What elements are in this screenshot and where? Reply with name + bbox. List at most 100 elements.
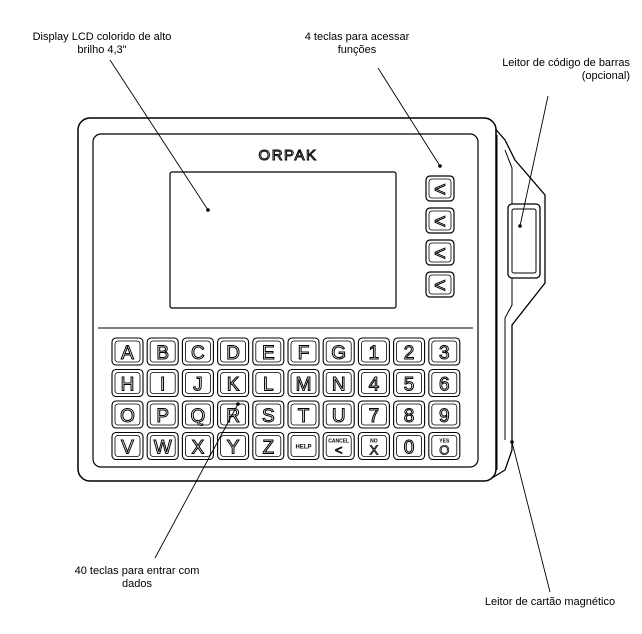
key-frame [322, 400, 355, 429]
key-face [114, 435, 141, 457]
key-face [396, 435, 423, 457]
key-h[interactable]: H [111, 368, 144, 398]
key-frame [252, 337, 285, 366]
key-small-label: HELP [295, 445, 311, 451]
key-n[interactable]: N [322, 368, 355, 398]
key-w[interactable]: W [146, 431, 179, 461]
key-face [255, 435, 282, 457]
key-frame [217, 368, 250, 398]
function-key-frame [425, 271, 455, 298]
key-i[interactable]: I [146, 368, 179, 398]
key-label: W [154, 438, 172, 459]
key-label: I [160, 375, 165, 396]
key-v[interactable]: V [111, 431, 144, 461]
key-frame [146, 400, 179, 429]
function-key-face [428, 210, 452, 231]
key-frame [287, 368, 320, 398]
label-function-keys-line-1: 4 teclas para acessar [304, 31, 410, 43]
function-key-4[interactable]: < [425, 271, 455, 298]
key-d[interactable]: D [217, 337, 250, 366]
label-data-keys: 40 teclas para entrar com dados [52, 565, 222, 591]
key-5[interactable]: 5 [393, 368, 426, 398]
key-label: X [192, 438, 205, 459]
key-frame [252, 400, 285, 429]
key-c[interactable]: C [181, 337, 214, 366]
key-face [255, 340, 282, 363]
key-frame [357, 400, 390, 429]
key-p[interactable]: P [146, 400, 179, 429]
key-label: O [439, 443, 449, 458]
key-label: 8 [404, 406, 415, 427]
key-face [220, 372, 247, 394]
key-t[interactable]: T [287, 400, 320, 429]
key-6[interactable]: 6 [428, 368, 461, 398]
label-magnetic-line-1: Leitor de cartão magnético [484, 596, 616, 608]
key-frame [111, 431, 144, 461]
key-b[interactable]: B [146, 337, 179, 366]
key-face [360, 403, 387, 426]
key-z[interactable]: Z [252, 431, 285, 461]
function-key-frame [425, 175, 455, 202]
key-frame [217, 337, 250, 366]
key-frame [322, 368, 355, 398]
key-face [220, 340, 247, 363]
function-key-face [428, 178, 452, 199]
key-1[interactable]: 1 [357, 337, 390, 366]
label-data-keys-line-1: 40 teclas para entrar com [74, 565, 200, 577]
key-frame [181, 400, 214, 429]
key-s[interactable]: S [252, 400, 285, 429]
key-k[interactable]: K [217, 368, 250, 398]
key-label: U [332, 406, 346, 427]
key-label: F [298, 343, 310, 364]
key-label: J [193, 375, 203, 396]
key-2[interactable]: 2 [393, 337, 426, 366]
key-x[interactable]: X [181, 431, 214, 461]
function-key-glyph: < [434, 275, 446, 297]
key-y[interactable]: Y [217, 431, 250, 461]
key-3[interactable]: 3 [428, 337, 461, 366]
brand-logo: ORPAK [259, 147, 318, 164]
key-o[interactable]: O [111, 400, 144, 429]
key-label: L [263, 375, 274, 396]
key-face [184, 340, 211, 363]
key-8[interactable]: 8 [393, 400, 426, 429]
key-9[interactable]: 9 [428, 400, 461, 429]
key-f[interactable]: F [287, 337, 320, 366]
key-g[interactable]: G [322, 337, 355, 366]
function-key-3[interactable]: < [425, 239, 455, 266]
key-face [290, 372, 317, 394]
key-help[interactable]: HELP [287, 431, 320, 461]
key-cancel[interactable]: CANCEL< [322, 431, 355, 461]
key-l[interactable]: L [252, 368, 285, 398]
key-frame [428, 337, 461, 366]
key-a[interactable]: A [111, 337, 144, 366]
function-key-2[interactable]: < [425, 207, 455, 234]
key-face [360, 372, 387, 394]
key-q[interactable]: Q [181, 400, 214, 429]
label-display-line-1: Display LCD colorido de alto [32, 31, 172, 43]
key-face [290, 340, 317, 363]
function-key-face [428, 274, 452, 295]
key-j[interactable]: J [181, 368, 214, 398]
key-face [114, 372, 141, 394]
key-u[interactable]: U [322, 400, 355, 429]
key-frame [181, 368, 214, 398]
reader-attachment [491, 123, 546, 480]
key-r[interactable]: R [217, 400, 250, 429]
key-frame [111, 400, 144, 429]
key-0[interactable]: 0 [393, 431, 426, 461]
key-no[interactable]: NOX [357, 431, 390, 461]
key-m[interactable]: M [287, 368, 320, 398]
key-7[interactable]: 7 [357, 400, 390, 429]
callout-magnetic [511, 441, 551, 593]
function-key-face [428, 242, 452, 263]
key-face [431, 372, 458, 394]
key-e[interactable]: E [252, 337, 285, 366]
function-key-1[interactable]: < [425, 175, 455, 202]
key-frame [393, 368, 426, 398]
key-label: Q [191, 406, 206, 427]
key-face [149, 372, 176, 394]
key-4[interactable]: 4 [357, 368, 390, 398]
function-key-glyph: < [434, 179, 446, 201]
